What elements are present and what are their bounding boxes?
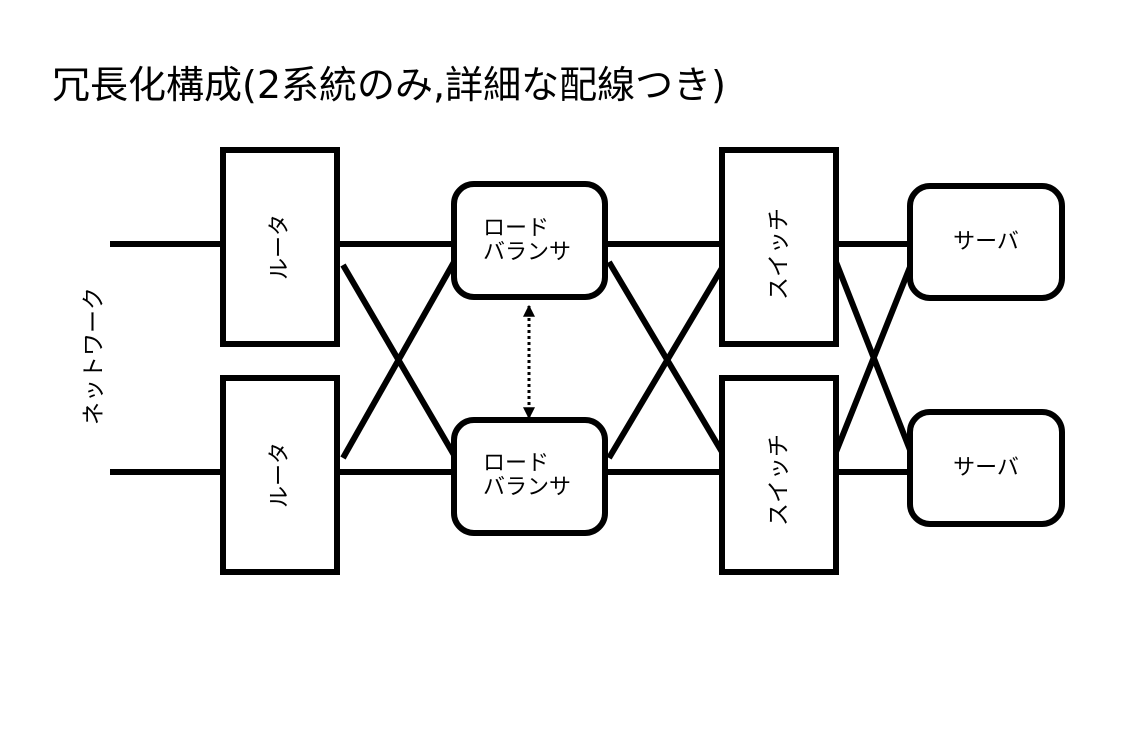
server-2-label: サーバ [953,456,1019,481]
connection-lines [110,241,915,475]
lb2-switch1-line [606,266,725,460]
load-balancer-1: ロード バランサ [451,181,608,300]
router2-lb1-line [340,260,457,460]
switch-1-label: スイッチ [766,208,792,300]
load-balancer-2-label-line2: バランサ [483,475,571,500]
router-2-label: ルータ [268,442,293,508]
server-1: サーバ [907,183,1065,301]
load-balancer-2-label-line1: ロード [483,451,549,476]
load-balancer-1-label-line2: バランサ [483,240,571,265]
switch-2: スイッチ [719,375,839,575]
load-balancer-1-label-line1: ロード [483,216,549,241]
server-2: サーバ [907,409,1065,527]
router-1-label: ルータ [268,214,293,280]
diagram-title: 冗長化構成(2系統のみ,詳細な配線つき) [52,63,726,107]
switch-1: スイッチ [719,147,839,347]
lb1-switch2-line [606,260,725,454]
switch-2-label: スイッチ [766,434,792,526]
network-label: ネットワーク [81,287,107,425]
router-1: ルータ [220,147,340,347]
router-2: ルータ [220,375,340,575]
server-1-label: サーバ [953,230,1019,255]
load-balancer-2: ロード バランサ [451,417,608,536]
switch2-server1-line [833,260,915,454]
